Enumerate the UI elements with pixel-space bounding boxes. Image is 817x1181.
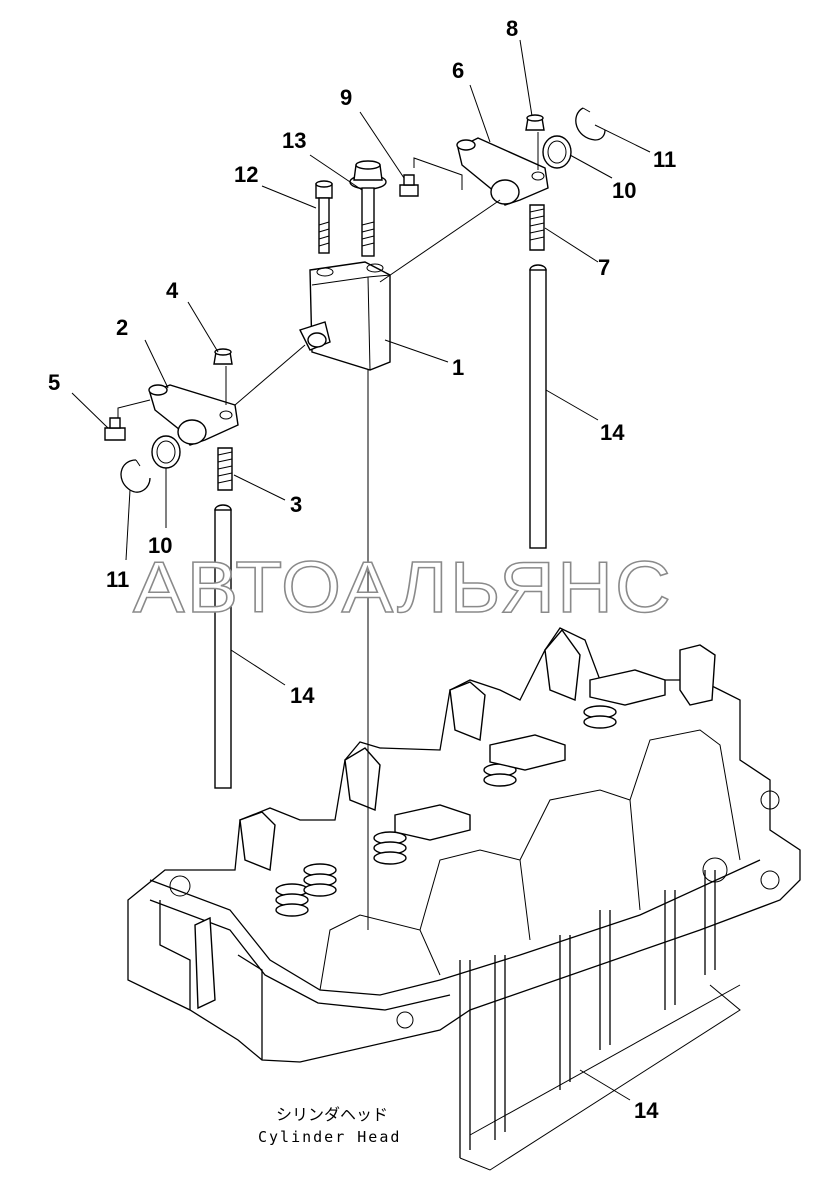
callout-4: 4 <box>166 278 179 303</box>
pushrod-left <box>214 504 232 789</box>
snap-ring-left <box>120 459 151 493</box>
rocker-arm-left <box>148 344 306 446</box>
pushrods-in-head <box>459 870 741 1171</box>
callout-13: 13 <box>282 128 306 153</box>
callouts: 1 2 3 4 5 6 7 8 9 10 10 11 11 12 13 14 1… <box>48 16 676 1123</box>
bolt-13 <box>349 160 387 257</box>
lock-nut-right <box>525 114 545 170</box>
snap-ring-right <box>575 107 606 141</box>
adjusting-screw-left <box>217 447 233 491</box>
valve-springs <box>275 705 617 917</box>
callout-3: 3 <box>290 492 302 517</box>
callout-9: 9 <box>340 85 352 110</box>
callout-10-right: 10 <box>612 178 636 203</box>
caption-english: Cylinder Head <box>258 1128 401 1146</box>
pushrod-right <box>529 264 547 549</box>
caption-japanese: シリンダヘッド <box>276 1105 388 1124</box>
leader-lines <box>71 39 651 1101</box>
callout-12: 12 <box>234 162 258 187</box>
watermark: АВТОАЛЬЯНС <box>133 548 673 628</box>
callout-8: 8 <box>506 16 518 41</box>
callout-14-right: 14 <box>600 420 625 445</box>
callout-2: 2 <box>116 315 128 340</box>
cylinder-head-assembly <box>127 627 801 1063</box>
adjusting-screw-right <box>529 204 545 251</box>
callout-14-left: 14 <box>290 683 315 708</box>
lock-nut-left <box>213 348 233 405</box>
washer-left <box>151 435 181 469</box>
washer-right <box>542 135 572 169</box>
rocker-arms-on-head <box>394 644 716 841</box>
callout-14-bottom: 14 <box>634 1098 659 1123</box>
bolt-12 <box>315 180 333 254</box>
callout-11-left: 11 <box>106 567 129 592</box>
callout-5: 5 <box>48 370 60 395</box>
rocker-arm-right <box>379 137 549 283</box>
callout-6: 6 <box>452 58 464 83</box>
callout-10-left: 10 <box>148 533 172 558</box>
rocker-shaft-support <box>299 261 391 930</box>
callout-7: 7 <box>598 255 610 280</box>
set-screw-right <box>399 157 463 197</box>
set-screw-left <box>104 399 151 441</box>
callout-1: 1 <box>452 355 464 380</box>
callout-11-right: 11 <box>653 147 676 172</box>
